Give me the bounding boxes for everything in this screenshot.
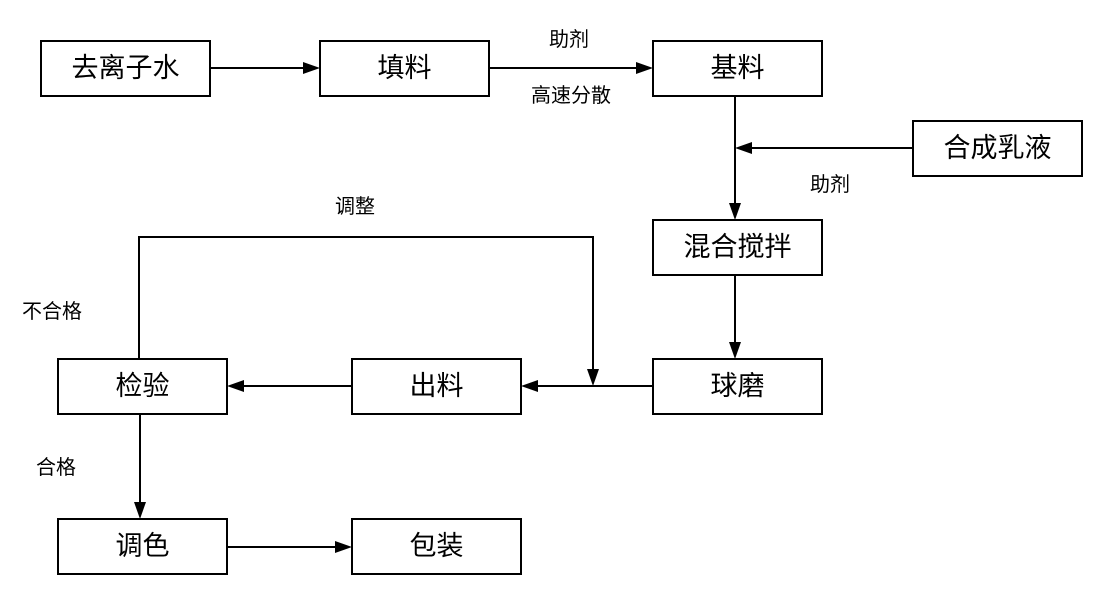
label-unqualified: 不合格 (22, 299, 82, 323)
edge-feedback-adjust (138, 236, 599, 386)
node-synthetic-emulsion-label: 合成乳液 (944, 133, 1052, 164)
node-deionized-water-label: 去离子水 (72, 53, 180, 84)
node-ball-milling-label: 球磨 (711, 371, 765, 402)
edge-inspection-to-tinting (134, 414, 146, 519)
node-base-material-label: 基料 (711, 53, 765, 84)
node-mixing: 混合搅拌 (652, 219, 823, 276)
node-inspection: 检验 (57, 358, 228, 415)
label-additive-2: 助剂 (810, 172, 850, 196)
label-adjust: 调整 (335, 194, 375, 218)
label-qualified: 合格 (36, 455, 76, 479)
node-packaging: 包装 (351, 518, 522, 575)
node-ball-milling: 球磨 (652, 358, 823, 415)
node-filler: 填料 (319, 40, 490, 97)
edge-mixing-to-ballmill (729, 275, 741, 359)
node-tinting-label: 调色 (116, 531, 170, 562)
node-deionized-water: 去离子水 (40, 40, 211, 97)
node-base-material: 基料 (652, 40, 823, 97)
edge-tinting-to-packaging (227, 541, 352, 553)
node-tinting: 调色 (57, 518, 228, 575)
node-packaging-label: 包装 (410, 531, 464, 562)
edge-base-to-mixing (729, 96, 741, 220)
edge-discharge-to-inspection (227, 380, 352, 392)
node-filler-label: 填料 (378, 53, 432, 84)
edge-filler-to-base (489, 62, 653, 74)
edge-water-to-filler (210, 62, 320, 74)
label-high-speed-dispersion: 高速分散 (531, 83, 611, 107)
node-inspection-label: 检验 (116, 371, 170, 402)
label-additive-1: 助剂 (549, 27, 589, 51)
node-discharge-label: 出料 (410, 371, 464, 402)
node-discharge: 出料 (351, 358, 522, 415)
edge-ballmill-to-discharge (521, 380, 653, 392)
edge-emulsion-to-mixing-line (735, 142, 913, 154)
node-synthetic-emulsion: 合成乳液 (912, 120, 1083, 177)
node-mixing-label: 混合搅拌 (684, 232, 792, 263)
